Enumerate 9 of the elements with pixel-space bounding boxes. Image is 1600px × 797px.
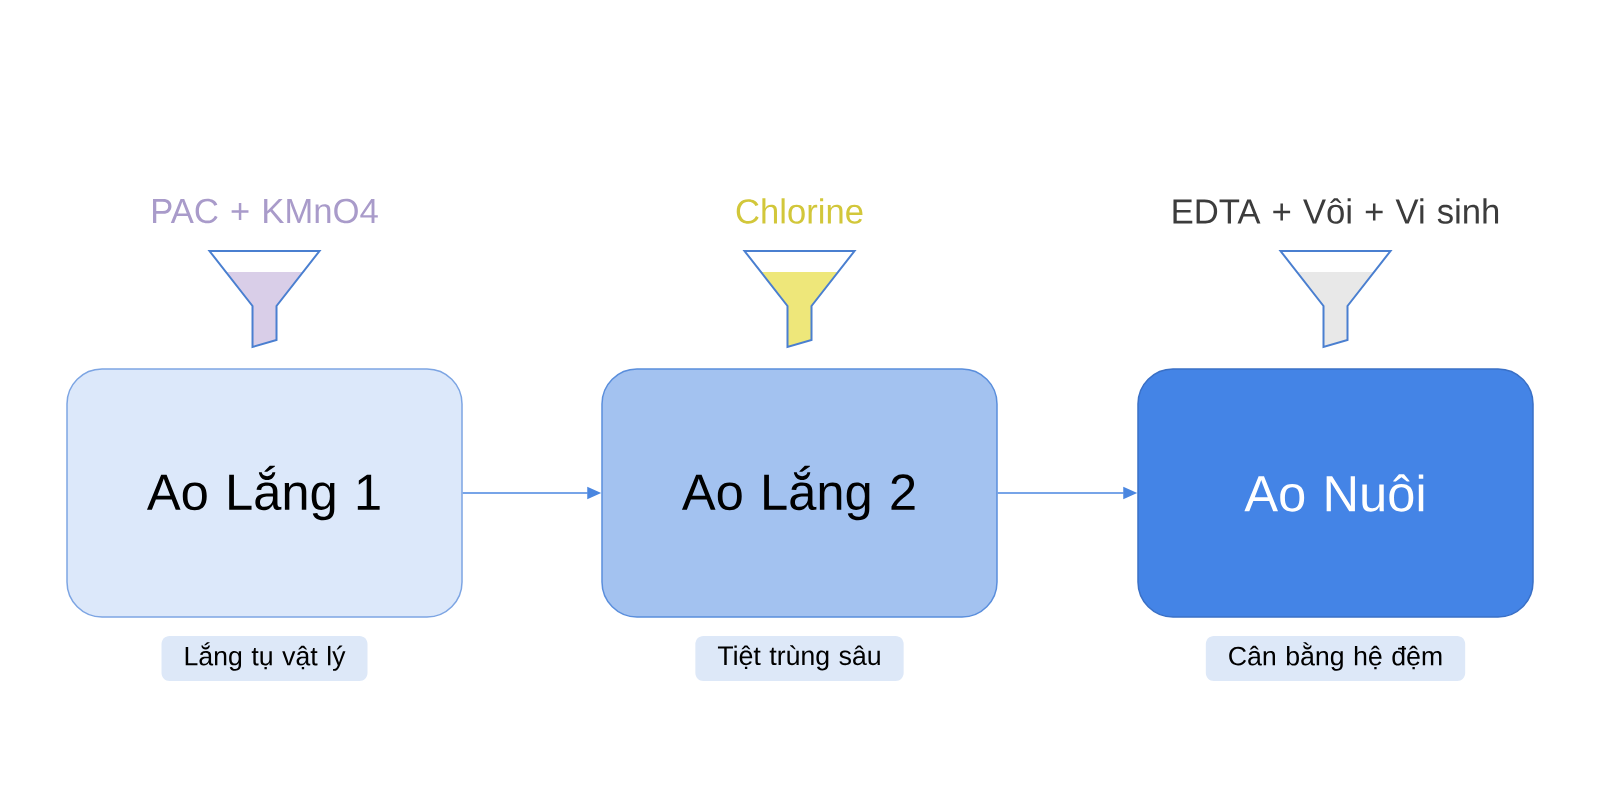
chemical-label: Chlorine [736, 198, 863, 224]
pond-box: Ao Nuôi [1137, 368, 1534, 618]
caption-tag: Cân bằng hệ đệm [1205, 636, 1466, 681]
caption-tag: Tiệt trùng sâu [695, 636, 904, 681]
pond-box: Ao Lắng 1 [66, 368, 463, 618]
pond-box: Ao Lắng 2 [601, 368, 998, 618]
chemical-label: EDTA + Vôi + Vi sinh [1173, 198, 1499, 224]
caption-tag: Lắng tụ vật lý [161, 636, 368, 681]
chemical-label: PAC + KMnO4 [153, 198, 378, 224]
